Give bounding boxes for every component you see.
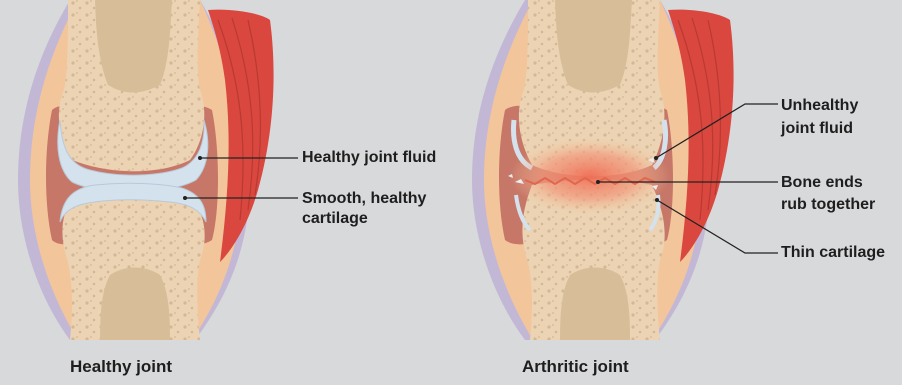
caption-arthritic-joint: Arthritic joint <box>522 357 629 377</box>
healthy-lower-marrow <box>100 268 170 341</box>
label-unhealthy-fluid-line1: Unhealthy <box>781 95 858 117</box>
label-smooth-cartilage-line1: Smooth, healthy <box>302 188 426 210</box>
arthritic-upper-marrow <box>555 0 632 93</box>
healthy-upper-marrow <box>95 0 172 93</box>
label-bone-ends-line2: rub together <box>781 194 875 216</box>
bone-ends-leader-dot <box>596 180 600 184</box>
unhealthy-fluid-leader-dot <box>654 156 658 160</box>
smooth-cartilage-leader-dot <box>183 196 187 200</box>
label-healthy-joint-fluid: Healthy joint fluid <box>302 147 436 169</box>
label-smooth-cartilage-line2: cartilage <box>302 208 368 230</box>
thin-cartilage-leader-dot <box>655 198 659 202</box>
healthy-fluid-leader-dot <box>198 156 202 160</box>
caption-healthy-joint: Healthy joint <box>70 357 172 377</box>
label-thin-cartilage: Thin cartilage <box>781 242 885 264</box>
inflamed-contact-zone <box>510 138 670 214</box>
arthritic-lower-marrow <box>560 268 630 341</box>
label-unhealthy-fluid-line2: joint fluid <box>781 118 853 140</box>
label-bone-ends-line1: Bone ends <box>781 172 863 194</box>
